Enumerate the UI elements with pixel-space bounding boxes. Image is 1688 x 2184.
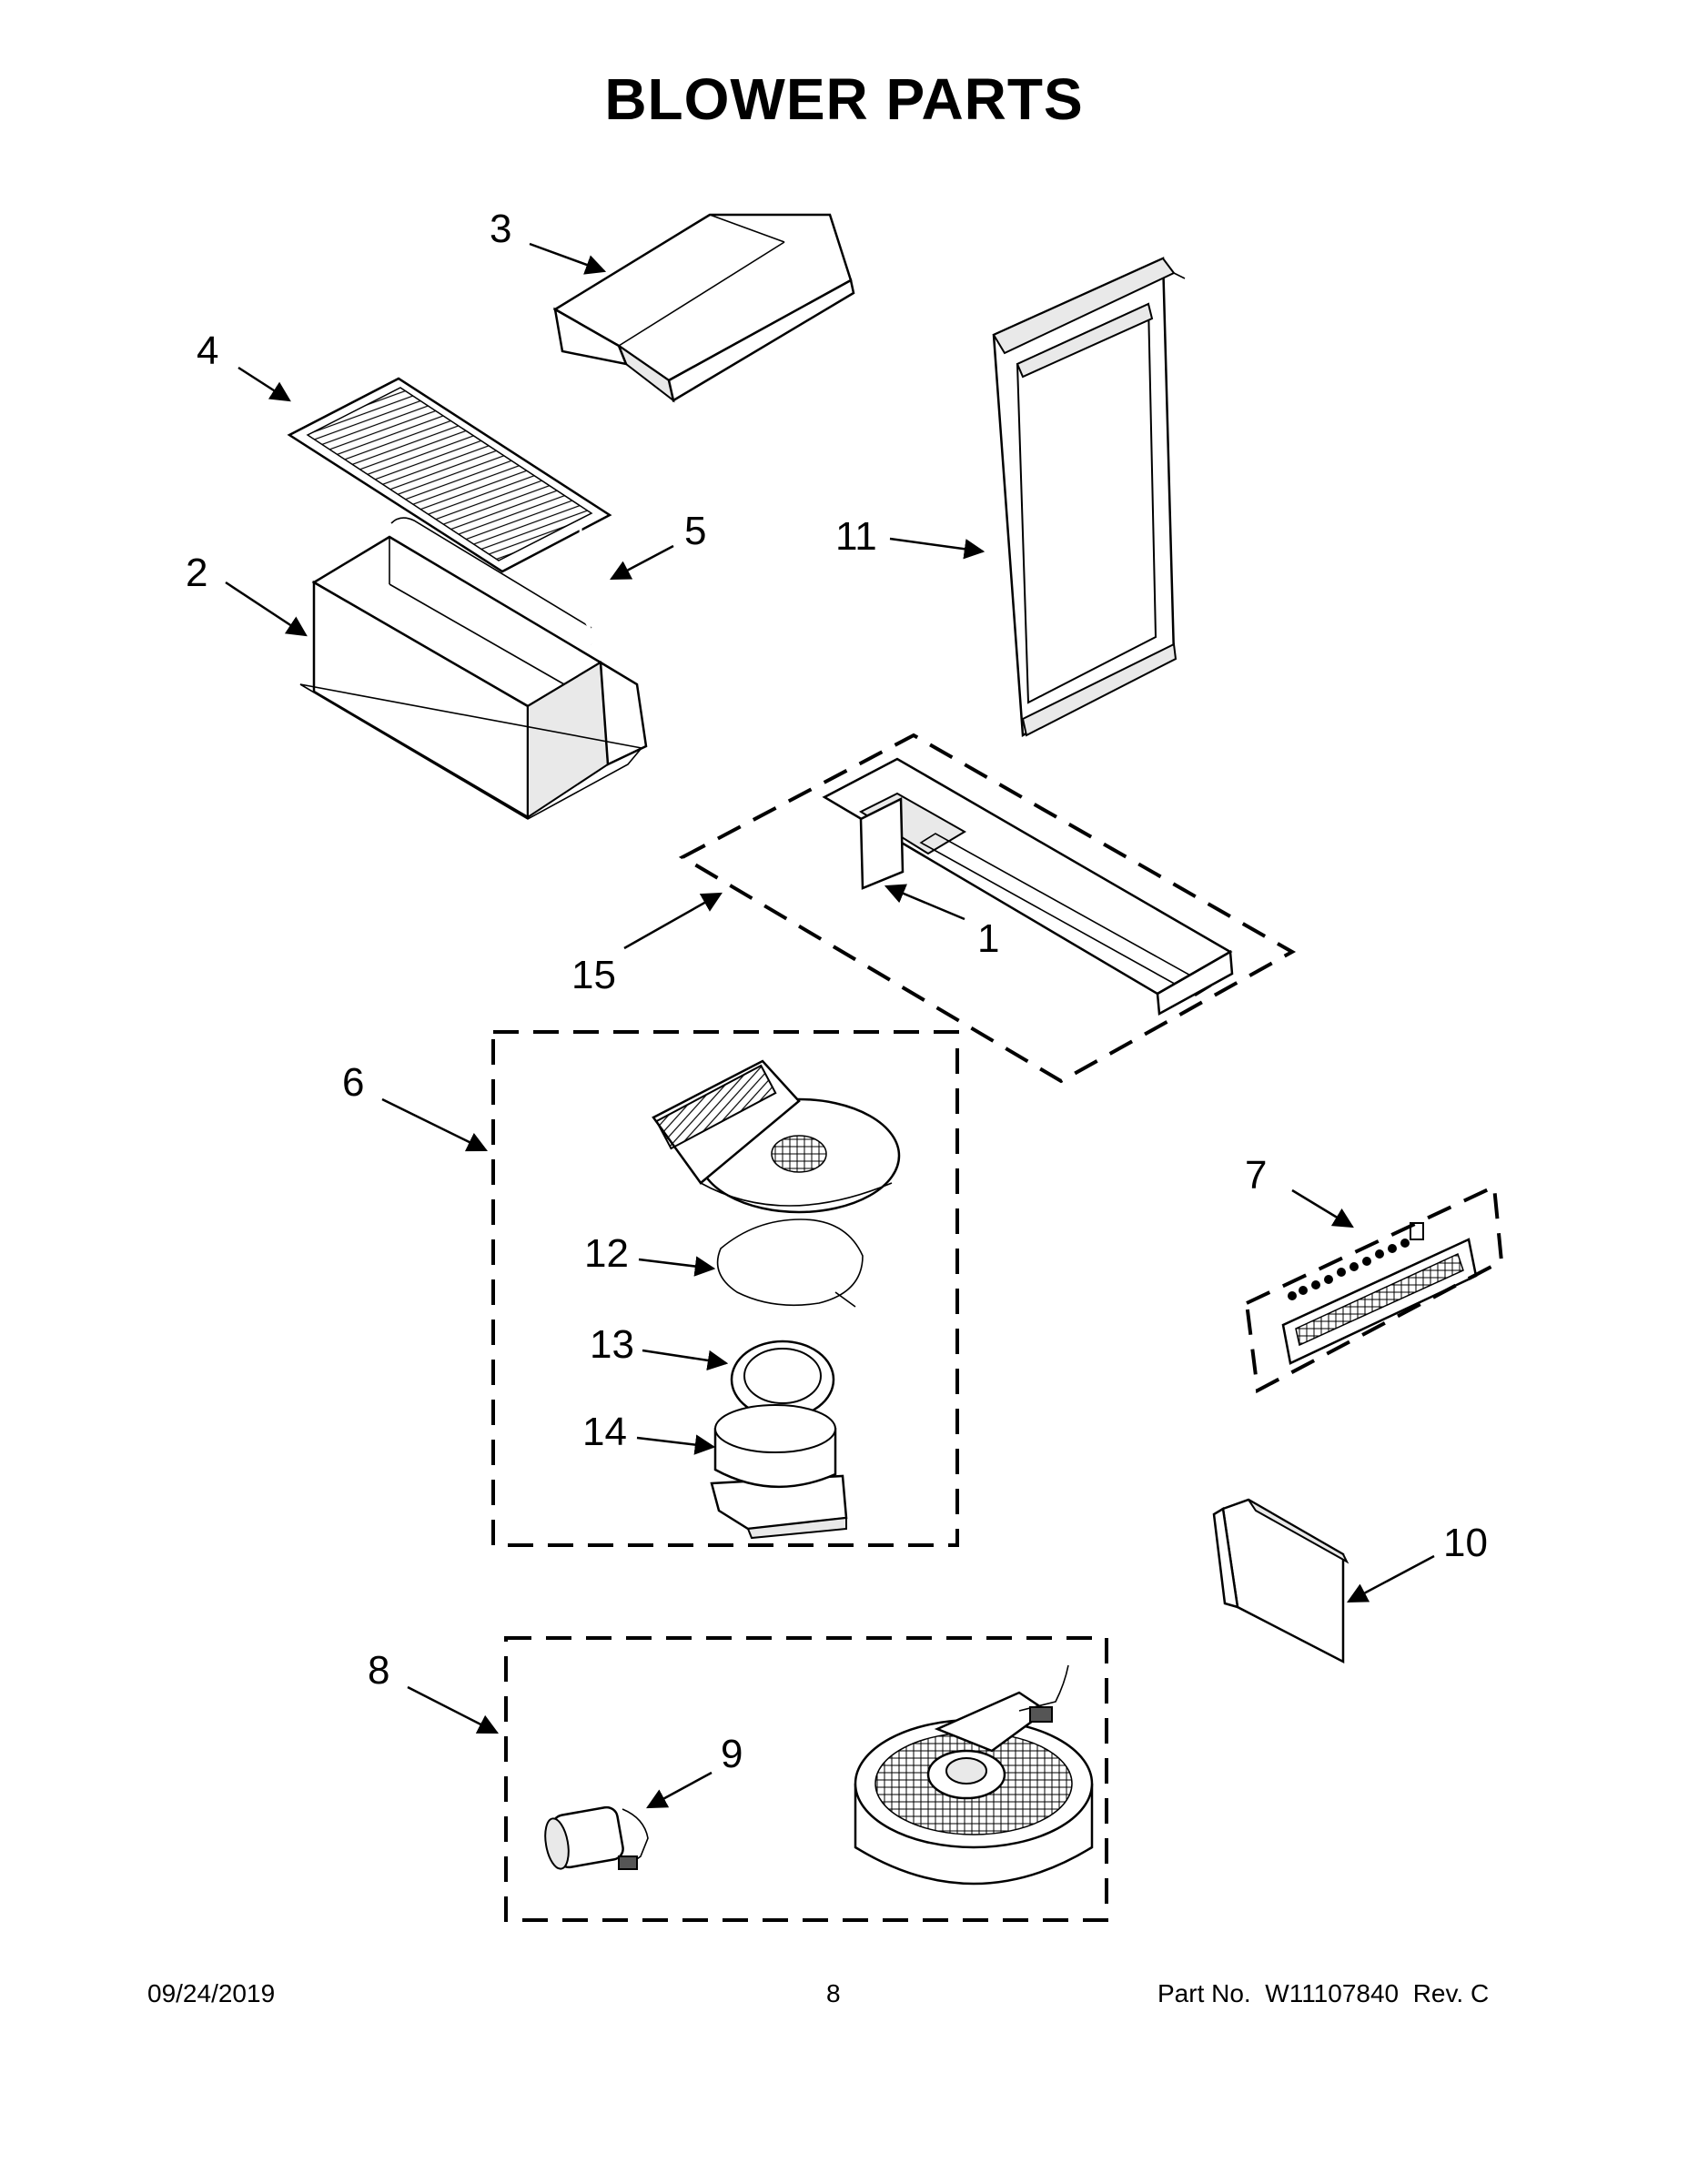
part-number-label: Part No. <box>1157 1979 1251 2007</box>
group-15-outline <box>678 733 1297 1084</box>
leader-13 <box>642 1349 729 1371</box>
callout-10: 10 <box>1443 1521 1488 1565</box>
part-3-duct <box>552 213 855 403</box>
callout-3: 3 <box>490 207 511 251</box>
leader-2 <box>225 581 308 637</box>
part-12-wire-ring <box>716 1218 864 1308</box>
group-6-outline <box>491 1030 959 1547</box>
leader-10 <box>1347 1554 1435 1603</box>
page-title: BLOWER PARTS <box>604 66 1084 132</box>
leader-7 <box>1291 1188 1354 1228</box>
part-7-grille <box>1281 1222 1478 1365</box>
leader-6 <box>381 1097 489 1152</box>
group-7-outline <box>1244 1183 1504 1394</box>
part-11-frame <box>992 257 1186 738</box>
part-9-capacitor <box>544 1805 649 1870</box>
part-14-damper <box>710 1404 848 1540</box>
leader-8 <box>407 1685 500 1734</box>
leader-5 <box>610 544 674 581</box>
footer-part-info: Part No. W11107840 Rev. C <box>1157 1979 1489 2008</box>
callout-11: 11 <box>835 514 877 559</box>
leader-15 <box>623 892 723 950</box>
callout-8: 8 <box>368 1648 389 1693</box>
group-8-outline <box>504 1636 1108 1922</box>
part-4-filter <box>287 377 612 573</box>
part-number: W11107840 <box>1265 1979 1400 2007</box>
leader-3 <box>529 242 607 275</box>
leader-14 <box>636 1434 716 1455</box>
leader-12 <box>638 1256 716 1277</box>
leader-4 <box>238 366 291 402</box>
part-2-housing <box>299 517 648 820</box>
callout-15: 15 <box>571 953 616 997</box>
leader-1 <box>884 884 965 921</box>
callout-1: 1 <box>977 916 999 961</box>
callout-4: 4 <box>197 329 218 373</box>
footer-date: 09/24/2019 <box>147 1979 276 2007</box>
callout-13: 13 <box>590 1322 634 1367</box>
leader-11 <box>889 537 986 560</box>
footer-page-number: 8 <box>826 1979 841 2007</box>
screw-set <box>1288 1239 1410 1300</box>
callout-6: 6 <box>342 1060 364 1105</box>
callout-12: 12 <box>584 1231 629 1276</box>
callout-5: 5 <box>684 509 706 553</box>
leader-9 <box>646 1771 713 1809</box>
callout-14: 14 <box>582 1410 627 1454</box>
part-8-blower-motor <box>854 1664 1094 1886</box>
callout-2: 2 <box>186 551 207 595</box>
callout-9: 9 <box>721 1732 743 1776</box>
part-10-cover <box>1212 1498 1349 1664</box>
part-1-bracket <box>822 757 1234 1016</box>
part-13-gasket <box>730 1340 835 1420</box>
part-6-plenum <box>652 1059 901 1214</box>
callout-7: 7 <box>1245 1153 1267 1198</box>
part-5-tube <box>576 527 607 645</box>
revision: Rev. C <box>1412 1979 1490 2007</box>
